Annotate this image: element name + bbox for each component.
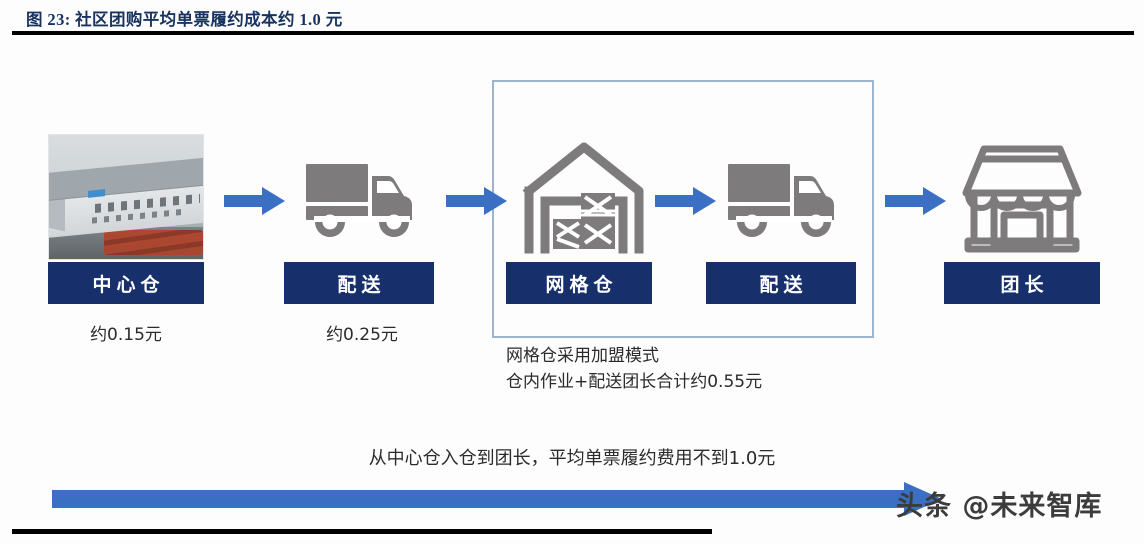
warehouse-icon [523,142,644,254]
stage-label-delivery-1: 配送 [284,262,434,304]
title-divider [12,31,1134,35]
stage-label-delivery-2: 配送 [706,262,856,304]
stage-group-leader: 团长 [944,132,1100,304]
stage-delivery-1: 配送 约0.25元 [284,132,440,345]
watermark: 头条 @未来智库 [896,491,1103,522]
stage-label-group-leader: 团长 [944,262,1100,304]
stage-delivery-1-art [284,132,440,262]
stage-group-leader-art [944,132,1100,262]
stage-grid-warehouse-art [506,132,662,262]
figure-title: 图 23: 社区团购平均单票履约成本约 1.0 元 [26,10,343,29]
truck-icon [728,164,834,237]
footer-divider [12,529,712,534]
stage-grid-warehouse: 网格仓 [506,132,662,304]
summary-text: 从中心仓入仓到团长，平均单票履约费用不到1.0元 [368,448,776,469]
stage-cost-center-warehouse: 约0.15元 [90,325,162,345]
footer-clipped-text [16,537,1116,544]
grid-warehouse-note: 网格仓采用加盟模式 仓内作业+配送团长合计约0.55元 [506,344,926,396]
arrow-right-icon [446,186,508,216]
storefront-icon [962,145,1082,253]
stage-delivery-2-art [706,132,862,262]
stage-label-grid-warehouse: 网格仓 [506,262,652,304]
total-flow-arrow-icon [52,482,942,516]
stage-label-center-warehouse: 中心仓 [48,262,204,304]
grid-warehouse-note-line-1: 网格仓采用加盟模式 [506,346,659,366]
stage-center-warehouse: 中心仓 约0.15元 [48,132,204,345]
stage-cost-delivery-1: 约0.25元 [326,325,398,345]
stage-delivery-2: 配送 [706,132,862,304]
arrow-right-icon [885,186,947,216]
stage-center-warehouse-art [48,132,204,262]
warehouse-photo [48,134,204,260]
truck-icon [306,164,412,237]
arrow-right-icon [224,186,286,216]
arrow-right-icon [655,186,717,216]
grid-warehouse-note-line-2: 仓内作业+配送团长合计约0.55元 [506,371,763,392]
